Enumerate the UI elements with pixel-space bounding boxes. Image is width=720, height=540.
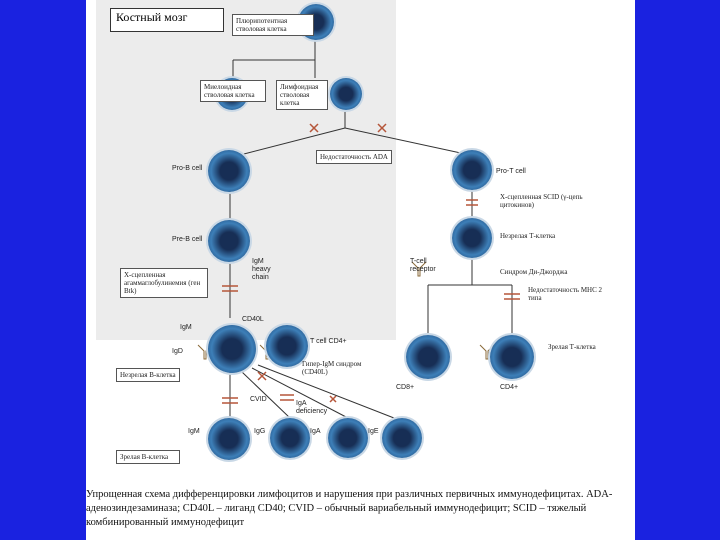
ada-label: Недостаточность ADA	[316, 150, 392, 164]
myeloid-label: Миелоидная стволовая клетка	[200, 80, 266, 102]
igm-label: IgM	[180, 324, 192, 331]
mhc-label: Недостаточность MHC 2 типа	[528, 286, 603, 302]
mature-igg-label: IgG	[254, 428, 266, 435]
xscid-label: Х-сцепленная SCID (γ-цепь цитокинов)	[500, 193, 583, 209]
mature-ige-label: IgE	[368, 428, 379, 435]
t-cell-cd4-label: T cell CD4+	[310, 338, 347, 345]
pro-t-label: Pro-T cell	[496, 168, 526, 175]
mature-b-label: Зрелая В-клетка	[116, 450, 180, 464]
igm-heavy-label: IgM heavy chain	[252, 258, 271, 281]
immature-t-label: Незрелая Т-клетка	[500, 232, 556, 240]
iga-deficiency-label: IgA deficiency	[296, 400, 328, 415]
mature-b-igg	[270, 418, 310, 458]
cd4-label: CD4+	[500, 384, 519, 391]
pro-b-cell	[208, 150, 250, 192]
cd40l-label: CD40L	[242, 316, 264, 323]
mature-t-label: Зрелая Т-клетка	[548, 343, 596, 351]
cd4-t-cell	[490, 335, 534, 379]
digeorge-label: Синдром Ди-Джорджа	[500, 268, 568, 276]
cd8-t-cell	[406, 335, 450, 379]
pro-t-cell	[452, 150, 492, 190]
bone-marrow-title: Костный мозг	[110, 8, 224, 32]
mature-iga-label: IgA	[310, 428, 321, 435]
cvid-label: CVID	[250, 396, 267, 403]
pluripotent-label: Плюрипотентная стволовая клетка	[232, 14, 314, 36]
t-cell-cd4	[266, 325, 308, 367]
pre-b-label: Pre-B cell	[172, 236, 203, 243]
t-receptor-label: T-cell receptor	[410, 258, 436, 273]
igd-label: IgD	[172, 348, 183, 355]
lymphoid-label: Лимфоидная стволовая клетка	[276, 80, 328, 110]
xla-label: Х-сцепленная агаммаглобулинемия (ген Btk…	[120, 268, 208, 298]
mature-b-iga	[328, 418, 368, 458]
cd8-label: CD8+	[396, 384, 415, 391]
immature-b-label: Незрелая В-клетка	[116, 368, 180, 382]
pre-b-cell	[208, 220, 250, 262]
lymphoid-stem-cell	[330, 78, 362, 110]
immature-b-cell	[208, 325, 256, 373]
hyper-igm-label: Гипер-IgM синдром (CD40L)	[302, 360, 362, 376]
caption: Упрощенная схема дифференцировки лимфоци…	[86, 489, 613, 528]
immature-t-cell	[452, 218, 492, 258]
pro-b-label: Pro-B cell	[172, 165, 203, 172]
mature-b-ige	[382, 418, 422, 458]
mature-igm-label: IgM	[188, 428, 200, 435]
mature-b-igm	[208, 418, 250, 460]
